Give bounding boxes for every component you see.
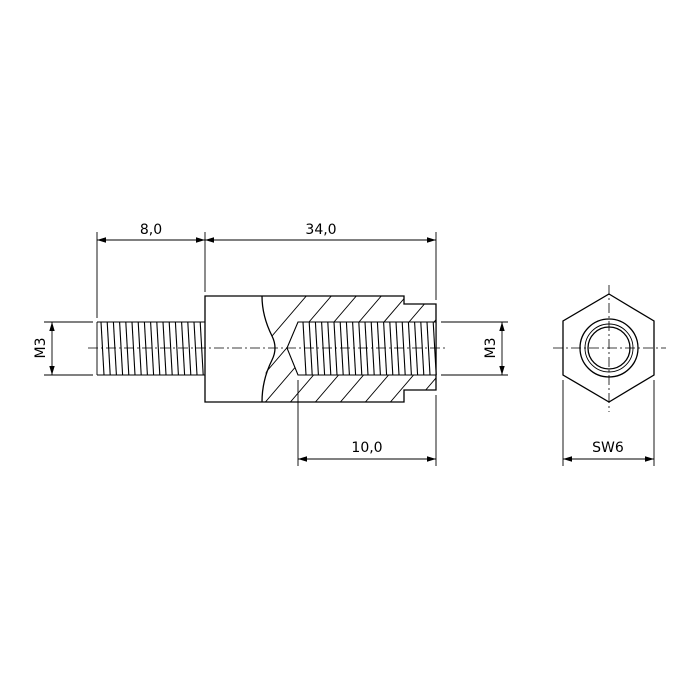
male-length-label: 8,0	[140, 222, 162, 238]
thread-crest	[395, 321, 400, 376]
wrench-size-label: SW6	[592, 440, 624, 456]
dimension-body-length: 34,0	[205, 222, 437, 300]
thread-crest	[302, 321, 307, 376]
hatch-line	[262, 296, 321, 402]
female-thread-size-label: M3	[483, 338, 499, 359]
thread-crest	[181, 321, 186, 376]
thread-crest	[339, 321, 344, 376]
thread-crest	[168, 321, 173, 376]
thread-crest	[370, 321, 375, 376]
body-length-label: 34,0	[305, 222, 336, 238]
thread-crest	[420, 321, 425, 376]
thread-crest	[383, 321, 388, 376]
male-thread-stud	[96, 321, 205, 376]
thread-crest	[321, 321, 326, 376]
thread-crest	[143, 321, 148, 376]
thread-crest	[150, 321, 155, 376]
thread-crest	[327, 321, 332, 376]
thread-crest	[352, 321, 357, 376]
thread-crest	[432, 321, 437, 376]
thread-crest	[308, 321, 313, 376]
thread-crest	[345, 321, 350, 376]
hatch-line	[262, 296, 346, 402]
thread-crest	[333, 321, 338, 376]
female-thread	[286, 321, 437, 376]
dimension-thread-depth: 10,0	[297, 380, 437, 466]
thread-crest	[414, 321, 419, 376]
thread-crest	[426, 321, 431, 376]
thread-crest	[106, 321, 111, 376]
thread-crest	[376, 321, 381, 376]
thread-crest	[137, 321, 142, 376]
thread-crest	[112, 321, 117, 376]
thread-crest	[193, 321, 198, 376]
thread-crest	[119, 321, 124, 376]
male-thread-size-label: M3	[33, 338, 49, 359]
thread-crest	[358, 321, 363, 376]
hatch-line	[500, 280, 620, 420]
dimension-wrench-size: SW6	[562, 380, 655, 466]
thread-crest	[314, 321, 319, 376]
end-view: SW6	[553, 285, 666, 466]
side-view: 8,0 34,0 10,0 M3 M3	[33, 222, 620, 466]
thread-crest	[401, 321, 406, 376]
hatch-line	[450, 280, 570, 420]
thread-depth-label: 10,0	[351, 440, 382, 456]
thread-crest	[156, 321, 161, 376]
male-thread-crests	[100, 321, 204, 376]
thread-crest	[174, 321, 179, 376]
female-thread-crests	[302, 321, 437, 376]
thread-crest	[125, 321, 130, 376]
thread-crest	[364, 321, 369, 376]
dimension-male-length: 8,0	[96, 222, 206, 318]
thread-crest	[199, 321, 204, 376]
thread-crest	[407, 321, 412, 376]
thread-crest	[162, 321, 167, 376]
thread-crest	[389, 321, 394, 376]
thread-crest	[100, 321, 105, 376]
dimension-female-thread-size: M3	[441, 321, 508, 376]
dimension-male-thread-size: M3	[33, 321, 93, 376]
thread-crest	[187, 321, 192, 376]
thread-crest	[131, 321, 136, 376]
